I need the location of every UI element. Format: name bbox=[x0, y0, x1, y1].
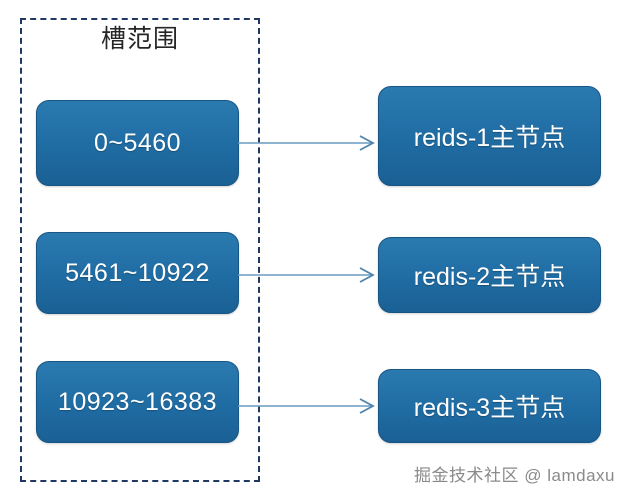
watermark-text: 掘金技术社区 @ lamdaxu bbox=[414, 466, 615, 485]
slot-range-box-2: 5461~10922 bbox=[36, 232, 239, 314]
redis-node-box-3: redis-3主节点 bbox=[378, 369, 601, 443]
slot-range-box-3: 10923~16383 bbox=[36, 361, 239, 443]
slot-range-group-frame bbox=[20, 18, 260, 482]
slot-range-box-1: 0~5460 bbox=[36, 100, 239, 186]
slot-range-group-title: 槽范围 bbox=[100, 24, 179, 53]
redis-node-box-1: reids-1主节点 bbox=[378, 86, 601, 186]
redis-node-box-2: redis-2主节点 bbox=[378, 237, 601, 313]
